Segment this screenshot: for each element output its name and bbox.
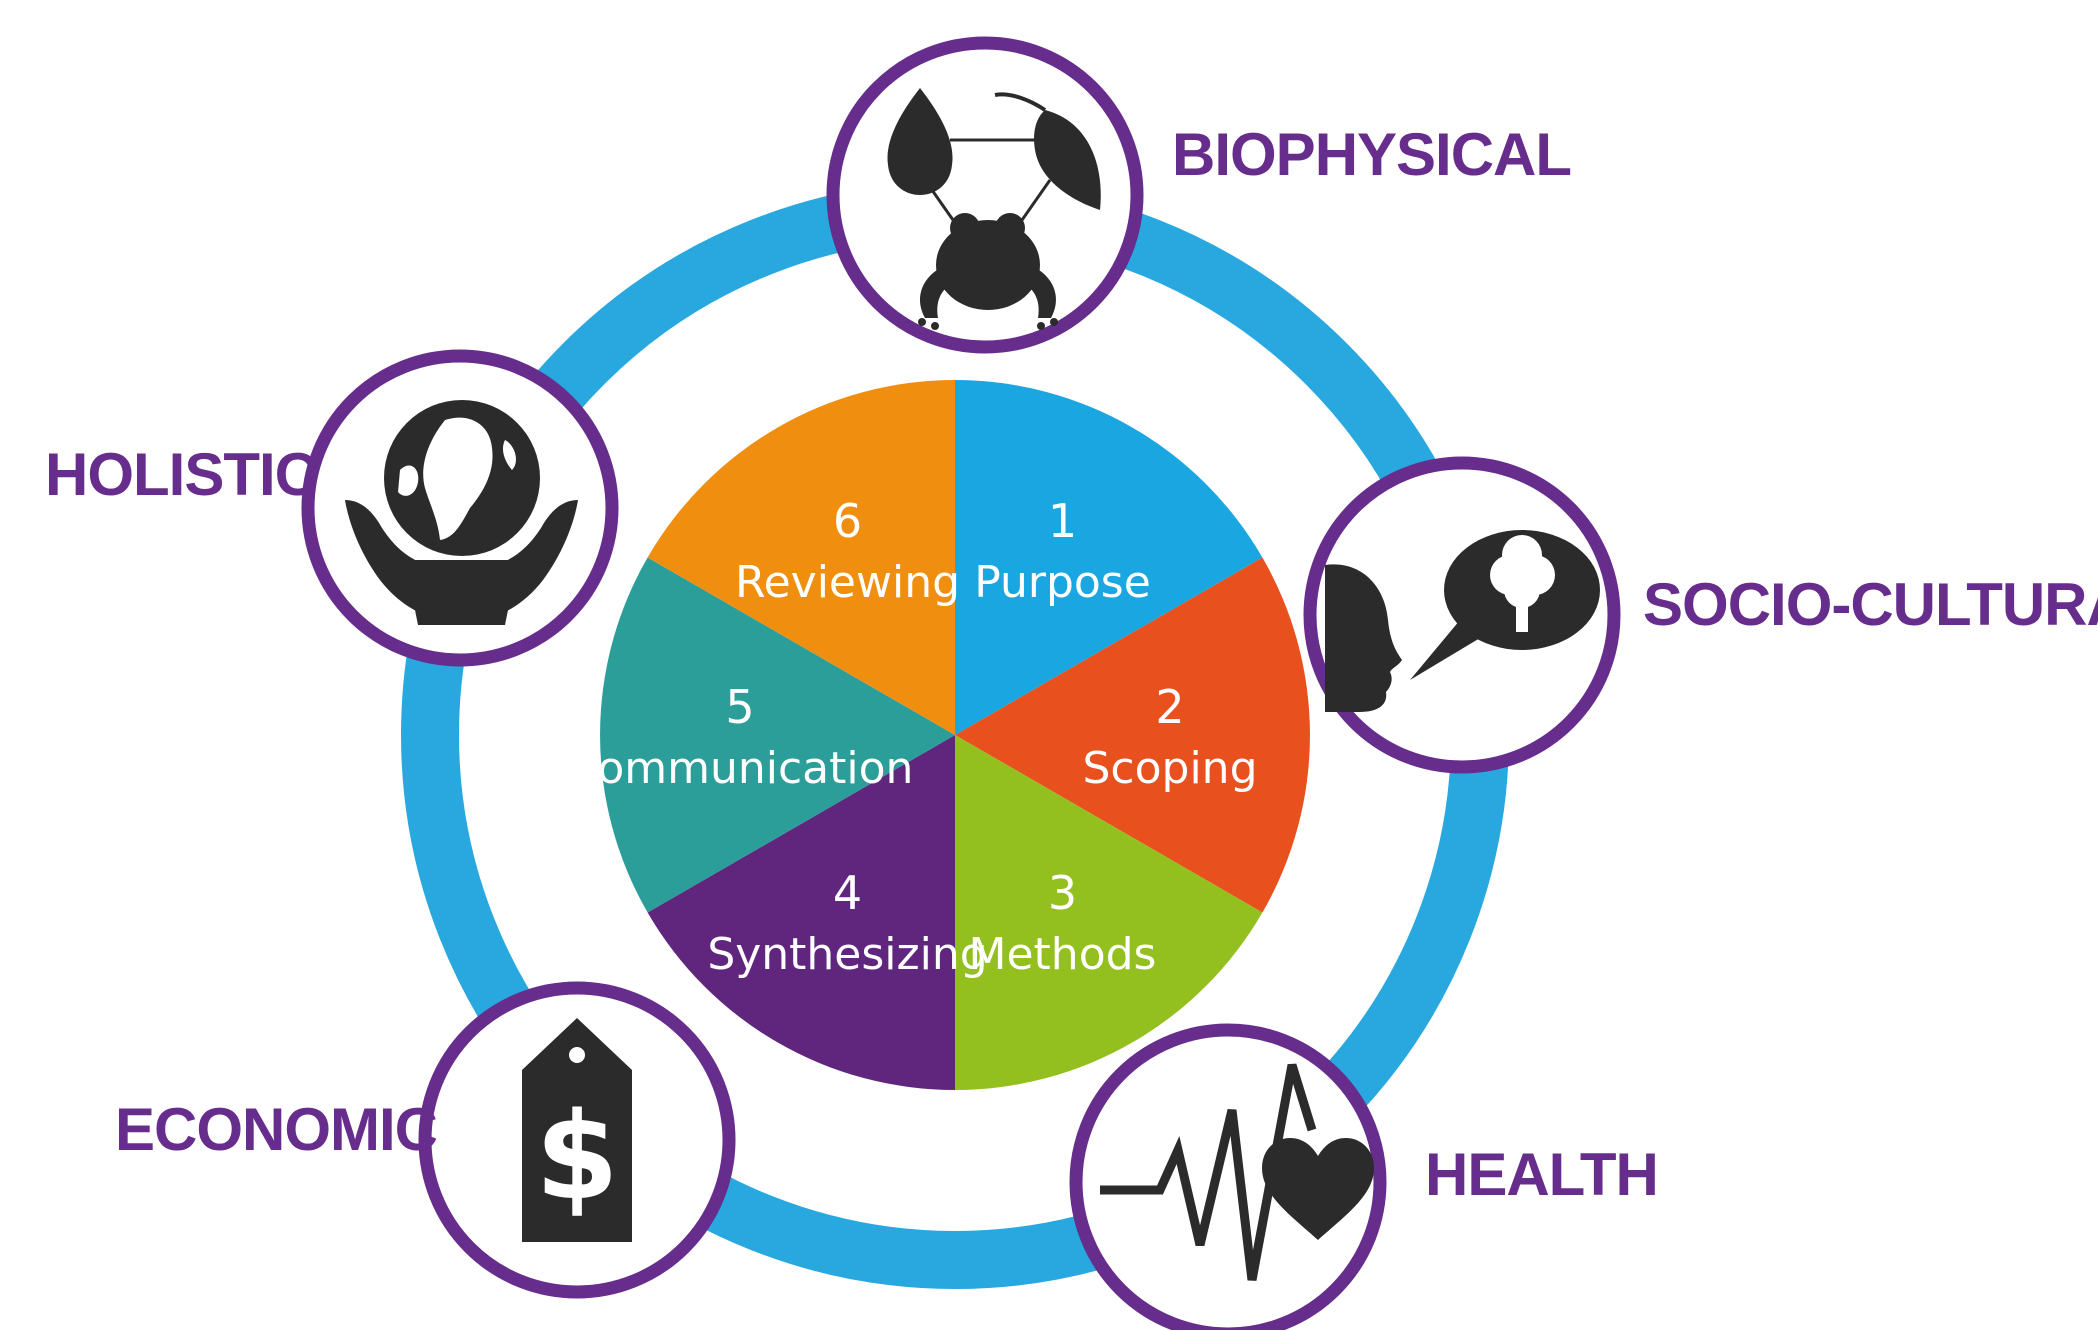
segment-number: 3	[1048, 866, 1077, 920]
dimension-label: HEALTH	[1425, 1141, 1658, 1208]
segment-number: 5	[725, 680, 754, 734]
segment-number: 6	[833, 494, 862, 548]
segment-label: Purpose	[974, 557, 1151, 608]
segment-label: Synthesizing	[707, 929, 987, 980]
svg-text:$: $	[535, 1088, 619, 1227]
pie-segment-scoping	[955, 557, 1310, 913]
pie-segment-methods	[955, 735, 1263, 1090]
dimension-label: SOCIO-CULTURAL	[1643, 571, 2098, 638]
heartbeat-heart-icon	[1100, 1063, 1374, 1281]
pie-segment-synthesizing	[647, 735, 955, 1090]
frog-water-drop-leaf-icon	[887, 88, 1101, 330]
hands-holding-globe-icon	[345, 400, 578, 625]
dimension-biophysical: BIOPHYSICAL	[826, 36, 1572, 354]
segment-label: Communication	[567, 743, 914, 794]
dimension-label: BIOPHYSICAL	[1172, 121, 1571, 188]
pie-segment-reviewing	[647, 380, 955, 735]
dimension-health: HEALTH	[1069, 1023, 1659, 1330]
segment-label: Reviewing	[735, 557, 960, 608]
segment-label: Scoping	[1082, 743, 1257, 794]
dollar-price-tag-icon: $	[522, 1018, 632, 1242]
pie-segment-communication	[600, 557, 955, 913]
person-speech-bubble-tree-icon	[1325, 530, 1600, 712]
segment-number: 4	[833, 866, 862, 920]
dimension-label: ECONOMIC	[115, 1096, 437, 1163]
dimension-holistic: HOLISTIC	[45, 349, 619, 667]
dimension-socio-cultural: SOCIO-CULTURAL	[1303, 456, 2098, 774]
dimension-label: HOLISTIC	[45, 441, 317, 508]
segment-number: 2	[1155, 680, 1184, 734]
pie-segment-purpose	[955, 380, 1263, 735]
dimension-economic: $ ECONOMIC	[115, 981, 736, 1299]
segment-number: 1	[1048, 494, 1077, 548]
segment-label: Methods	[969, 929, 1157, 980]
